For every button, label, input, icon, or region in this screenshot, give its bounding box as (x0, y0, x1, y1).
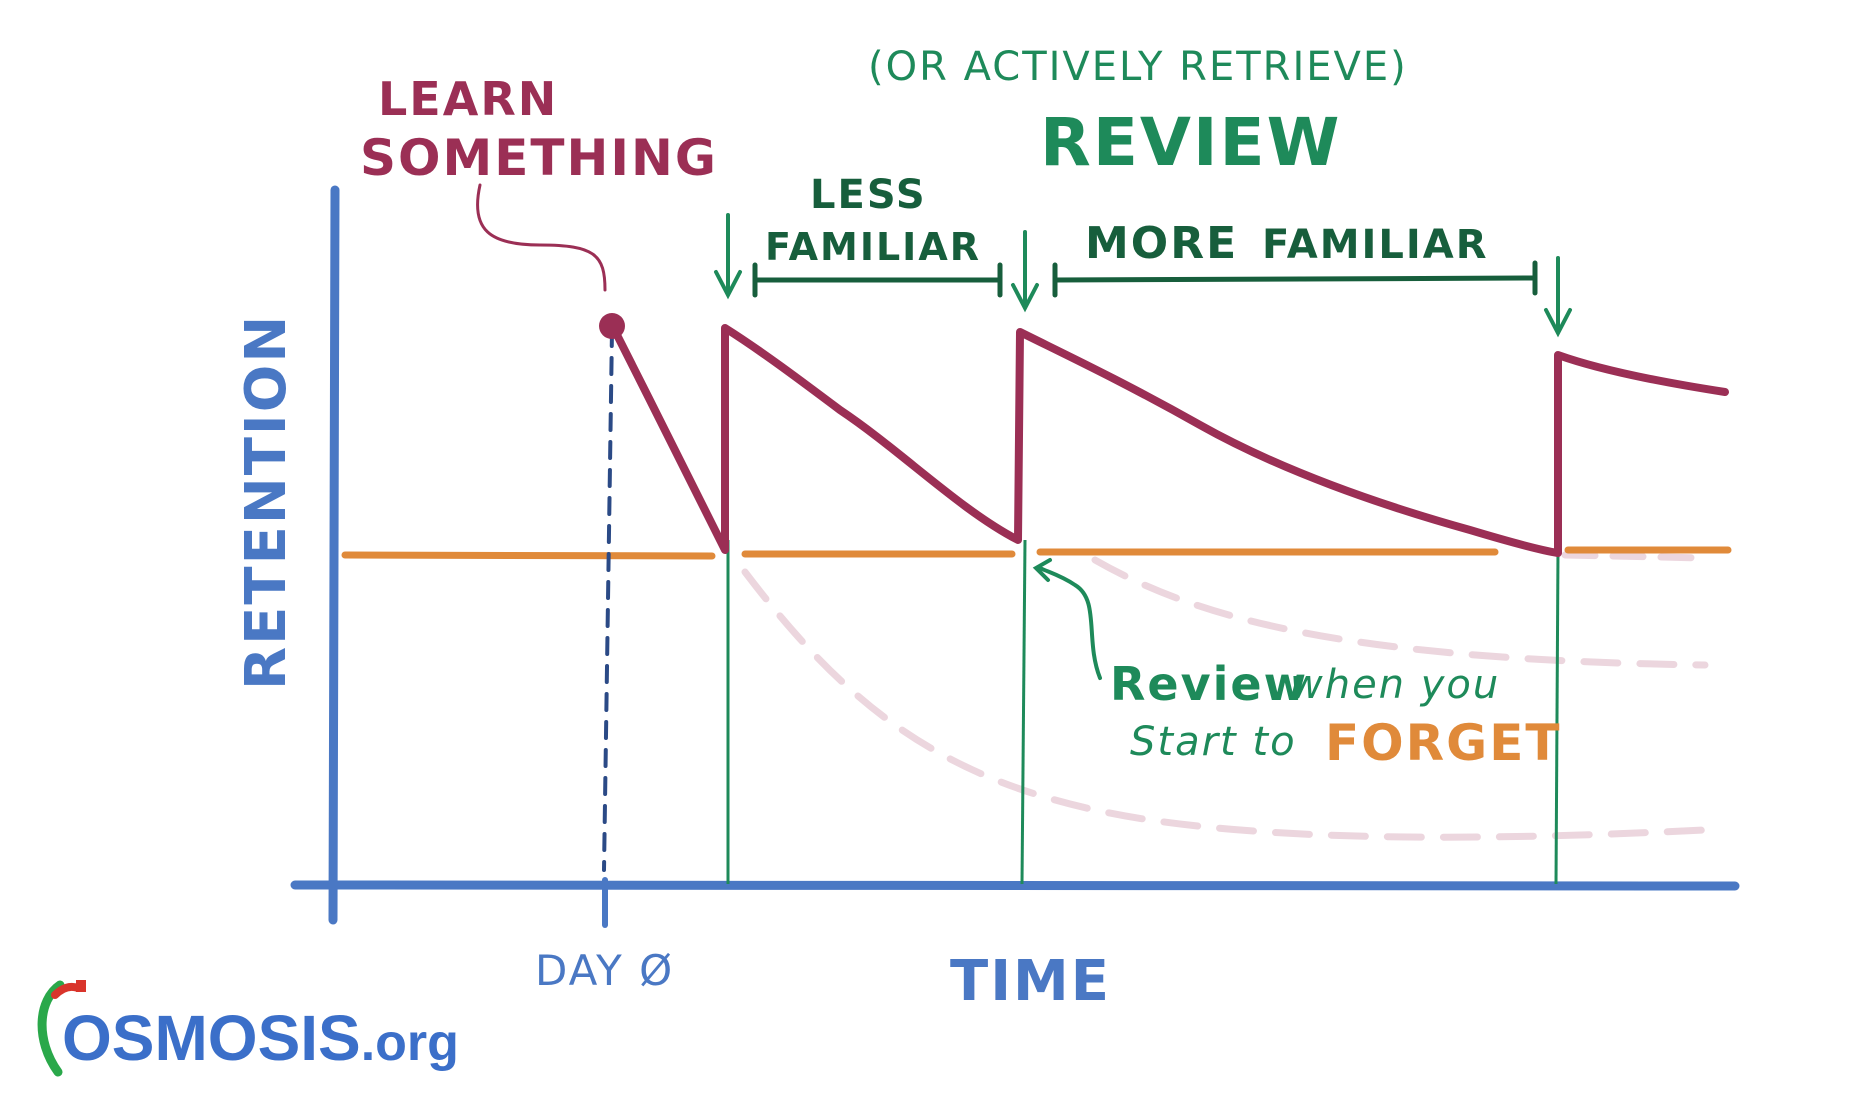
y-axis (328, 185, 340, 925)
forget-curve-3-dashed (1561, 551, 1709, 562)
logo-arc-green-icon (37, 980, 65, 1077)
retention-curve (608, 321, 1729, 557)
logo-text-suffix: .org (361, 1014, 459, 1072)
learn-label-line2: SOMETHING (360, 129, 718, 187)
less-familiar-bracket (752, 262, 1003, 298)
review-line-2 (1020, 539, 1027, 885)
forget-label: FORGET (1325, 714, 1561, 772)
day-zero-dashed-line (602, 328, 614, 872)
osmosis-logo: OSMOSIS.org (37, 980, 459, 1077)
x-axis-label: TIME (950, 949, 1111, 1014)
review-arrow-2 (1011, 230, 1039, 313)
forget-curve-2-dashed (1091, 556, 1709, 669)
review-when-label: Review (1110, 657, 1308, 711)
review-arrow-3 (1544, 256, 1572, 338)
or-actively-retrieve-label: (OR ACTIVELY RETRIEVE) (868, 44, 1408, 90)
less-label: LESS (810, 172, 927, 218)
learn-start-dot (599, 313, 625, 339)
y-axis-label: RETENTION (234, 314, 299, 690)
threshold-line-1 (341, 551, 716, 560)
logo-text-main: OSMOSIS (62, 1002, 361, 1074)
review-title: REVIEW (1040, 104, 1341, 181)
when-you-label: when you (1290, 662, 1500, 708)
learn-leader-line (476, 183, 607, 292)
forget-pointer-arrow (1032, 558, 1102, 680)
more-familiar-label: FAMILIAR (1262, 222, 1489, 268)
review-arrow-1 (714, 213, 742, 300)
less-familiar-label: FAMILIAR (765, 225, 981, 269)
logo-red-square-icon (76, 980, 86, 992)
more-label: MORE (1085, 218, 1238, 269)
logo-arc-red-icon (51, 982, 82, 999)
review-line-3 (1554, 549, 1560, 885)
more-familiar-bracket (1052, 260, 1538, 298)
forget-curve-1-dashed (741, 568, 1709, 841)
start-to-label: Start to (1130, 719, 1297, 765)
x-axis (290, 880, 1740, 891)
logo-text: OSMOSIS.org (62, 1002, 459, 1074)
learn-label-line1: LEARN (378, 72, 558, 126)
day-zero-label: DAY Ø (535, 946, 674, 995)
